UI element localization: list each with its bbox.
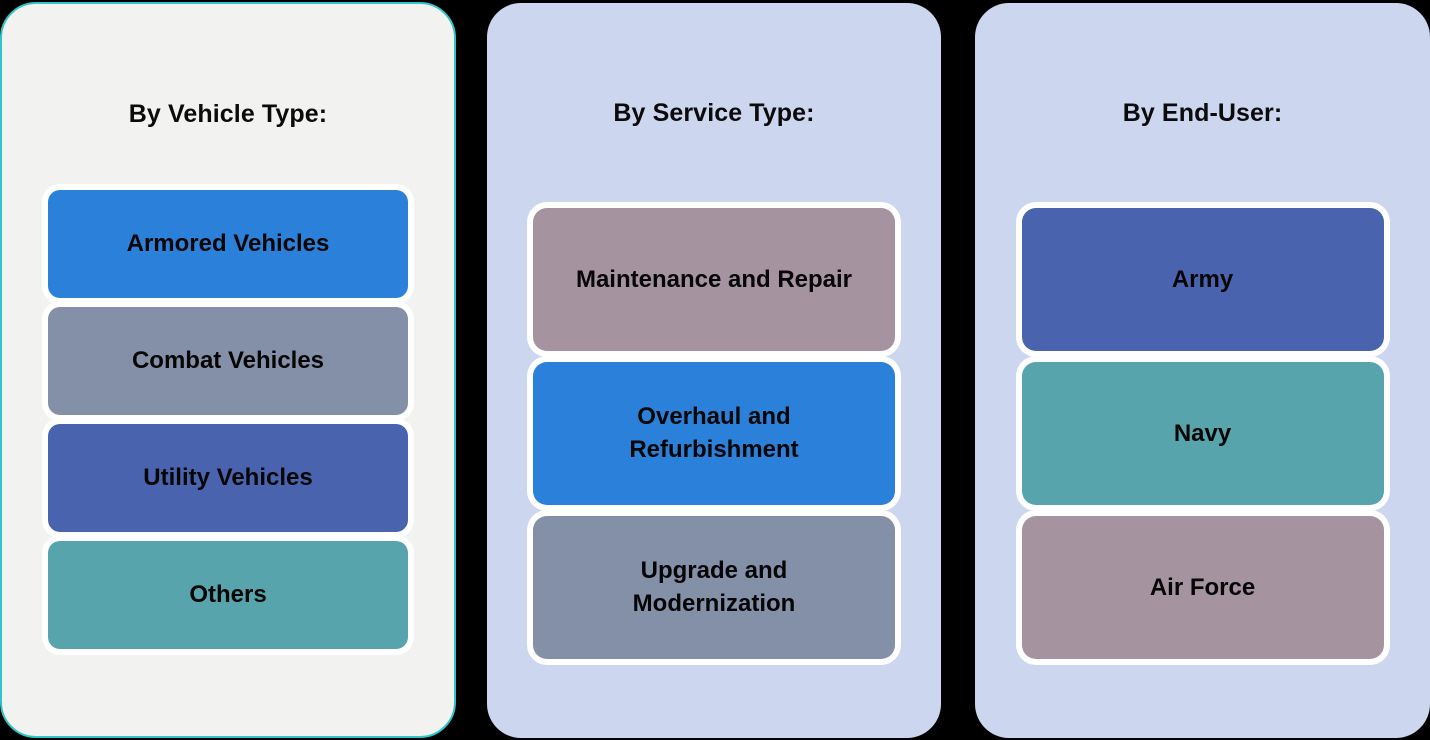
- category-item-label: Maintenance and Repair: [575, 265, 853, 293]
- category-item-label: Combat Vehicles: [131, 347, 325, 374]
- panel-title-by-service-type: By Service Type:: [613, 99, 815, 127]
- category-item-armored-vehicles[interactable]: Armored Vehicles: [48, 190, 408, 298]
- category-item-label: Others: [189, 581, 267, 608]
- category-item-label-line-2: Refurbishment: [629, 436, 799, 463]
- category-item-label: Army: [1171, 265, 1234, 293]
- category-item-combat-vehicles[interactable]: Combat Vehicles: [48, 307, 408, 415]
- category-item-overhaul-and-refurbishment[interactable]: Overhaul and Refurbishment: [533, 362, 895, 505]
- category-item-label-line-1: Upgrade and: [640, 557, 788, 584]
- category-item-label: Overhaul and Refurbishment: [619, 405, 808, 462]
- category-panel-by-service-type: By Service Type: Maintenance and Repair …: [487, 3, 941, 738]
- category-item-list-service-type: Maintenance and Repair Overhaul and Refu…: [487, 208, 941, 659]
- category-item-label-line-2: Modernization: [632, 590, 796, 617]
- category-panel-by-end-user: By End-User: Army Navy Air Force: [975, 3, 1430, 738]
- category-item-label: Air Force: [1149, 573, 1256, 601]
- panel-title-by-end-user: By End-User:: [1122, 99, 1283, 127]
- category-item-air-force[interactable]: Air Force: [1021, 516, 1384, 659]
- category-item-label: Navy: [1173, 419, 1232, 447]
- category-item-label: Upgrade and Modernization: [623, 559, 806, 616]
- category-item-others[interactable]: Others: [48, 541, 408, 649]
- category-item-list-vehicle-type: Armored Vehicles Combat Vehicles Utility…: [2, 190, 454, 649]
- category-item-navy[interactable]: Navy: [1021, 362, 1384, 505]
- category-item-label-line-1: Overhaul and: [637, 403, 791, 430]
- category-item-army[interactable]: Army: [1021, 208, 1384, 351]
- category-panel-by-vehicle-type: By Vehicle Type: Armored Vehicles Combat…: [0, 2, 456, 738]
- category-item-utility-vehicles[interactable]: Utility Vehicles: [48, 424, 408, 532]
- category-item-list-end-user: Army Navy Air Force: [975, 208, 1430, 659]
- category-item-label: Utility Vehicles: [143, 464, 313, 491]
- panel-title-by-vehicle-type: By Vehicle Type:: [128, 100, 328, 128]
- category-item-upgrade-and-modernization[interactable]: Upgrade and Modernization: [533, 516, 895, 659]
- category-item-label: Armored Vehicles: [126, 230, 330, 257]
- category-item-maintenance-and-repair[interactable]: Maintenance and Repair: [533, 208, 895, 351]
